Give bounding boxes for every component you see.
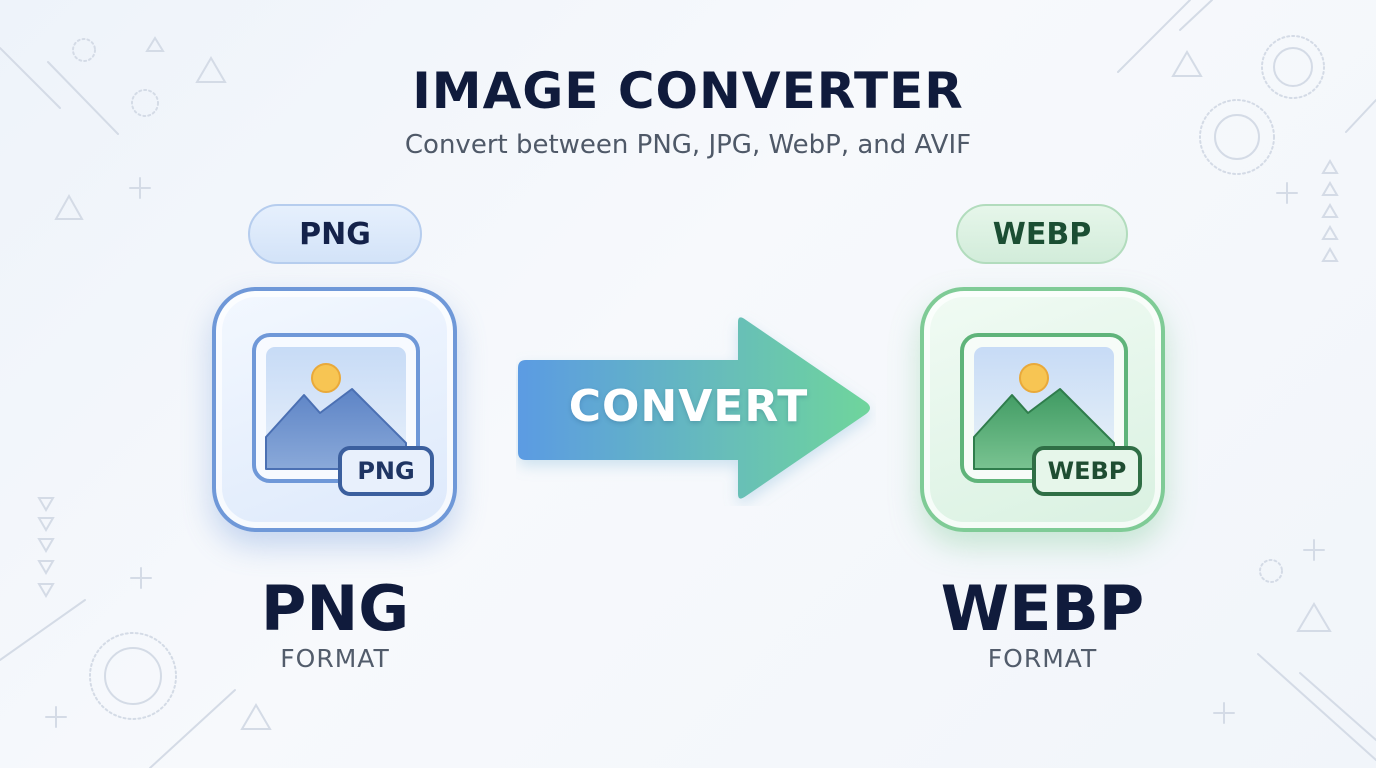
target-image-card[interactable]: WEBP bbox=[920, 287, 1165, 532]
image-icon bbox=[960, 333, 1142, 496]
page-subtitle: Convert between PNG, JPG, WebP, and AVIF bbox=[404, 130, 972, 160]
convert-label: CONVERT bbox=[568, 381, 809, 432]
target-badge-label: WEBP bbox=[1047, 457, 1127, 485]
source-format-pill[interactable]: PNG bbox=[248, 204, 422, 264]
source-format-name: PNG bbox=[260, 572, 410, 645]
source-image-card[interactable]: PNG bbox=[212, 287, 457, 532]
target-format-pill[interactable]: WEBP bbox=[956, 204, 1128, 264]
target-format-name: WEBP bbox=[940, 572, 1145, 645]
convert-arrow-icon[interactable] bbox=[516, 310, 876, 506]
page-title: IMAGE CONVERTER bbox=[412, 62, 964, 120]
image-icon bbox=[252, 333, 434, 496]
target-format-caption: FORMAT bbox=[987, 644, 1098, 673]
source-badge-label: PNG bbox=[357, 457, 415, 485]
source-format-caption: FORMAT bbox=[280, 644, 390, 673]
